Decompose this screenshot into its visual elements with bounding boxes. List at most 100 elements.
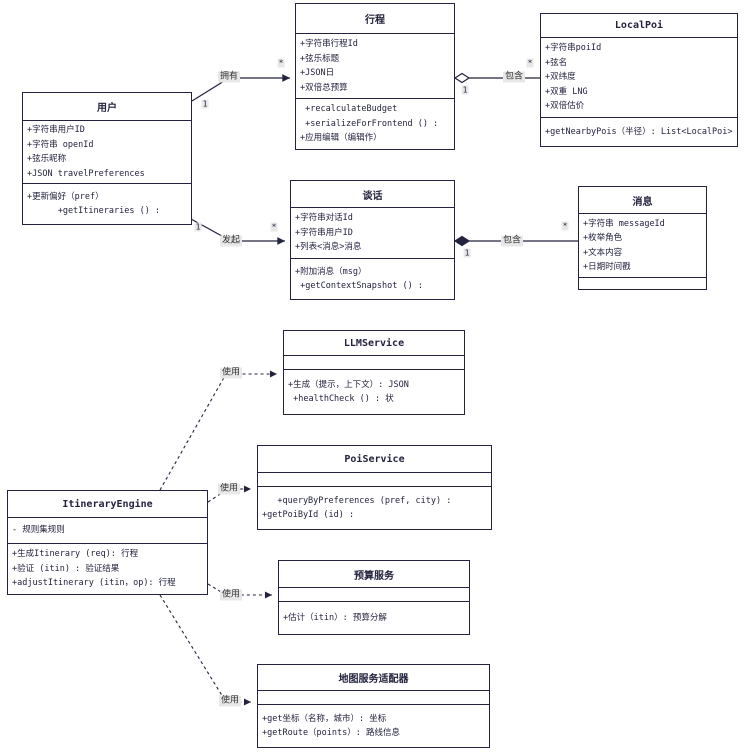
class-method: +生成（提示，上下文）: JSON <box>288 379 409 390</box>
attributes-section <box>258 691 489 705</box>
class-method: +queryByPreferences (pref, city) : <box>262 495 452 506</box>
attributes-section: +字符串 messageId +枚举角色 +文本内容 +日期时间戳 <box>579 214 706 278</box>
class-attribute: +弦乐昵称 <box>27 154 67 164</box>
class-method: +getItineraries () : <box>27 206 161 216</box>
edge-uses-map <box>159 594 251 706</box>
edge-label-uses-llm: 使用 <box>219 367 243 379</box>
methods-section <box>579 278 706 289</box>
class-attribute: +弦乐标题 <box>300 53 340 64</box>
edge-label-uses-budget: 使用 <box>219 589 243 601</box>
edge-label-uses-map: 使用 <box>218 695 242 707</box>
class-method: +getContextSnapshot () : <box>295 281 423 291</box>
cardinality: * <box>270 222 278 232</box>
class-attribute: +双纬度 <box>545 72 576 83</box>
class-poiservice: PoiService +queryByPreferences (pref, ci… <box>257 445 492 530</box>
methods-section: +附加消息（msg） +getContextSnapshot () : <box>291 259 454 299</box>
class-attribute: +双重 LNG <box>545 86 588 97</box>
class-attribute: +字符串用户ID <box>27 125 85 135</box>
class-attribute: +JSON travelPreferences <box>27 168 145 179</box>
cardinality: 1 <box>194 222 202 232</box>
methods-section: +更新偏好（pref） +getItineraries () : <box>23 184 191 224</box>
class-method: +serializeForFrontend () : <box>300 118 439 129</box>
edge-label-uses-poi: 使用 <box>217 483 241 495</box>
cardinality: 1 <box>201 99 209 109</box>
edge-label-initiates: 发起 <box>219 235 243 247</box>
attributes-section <box>284 356 464 370</box>
methods-section: +getNearbyPois（半径）: List<LocalPoi> <box>541 118 737 146</box>
class-attribute: +枚举角色 <box>583 233 623 243</box>
class-method: +生成Itinerary (req): 行程 <box>12 549 139 560</box>
class-attribute: - 规则集规则 <box>12 525 65 536</box>
class-method: +估计（itin）: 预算分解 <box>283 612 387 623</box>
class-attribute: +双倍总预算 <box>300 82 348 93</box>
cardinality: 1 <box>461 85 469 95</box>
class-method: +验证 (itin) : 验证结果 <box>12 563 120 574</box>
edge-uses-budget <box>207 583 272 599</box>
attributes-section: +字符串poiId +弦名 +双纬度 +双重 LNG +双倍估价 <box>541 38 737 118</box>
class-attribute: +JSON日 <box>300 68 335 78</box>
class-budget-service: 预算服务 +估计（itin）: 预算分解 <box>278 560 470 635</box>
class-method: +recalculateBudget <box>300 104 398 115</box>
class-user: 用户 +字符串用户ID +字符串 openId +弦乐昵称 +JSON trav… <box>22 92 192 225</box>
class-method: +healthCheck () : 状 <box>288 394 394 404</box>
class-itinerary: 行程 +字符串行程Id +弦乐标题 +JSON日 +双倍总预算 +recalcu… <box>295 3 455 150</box>
class-title: 消息 <box>579 187 706 214</box>
class-title: 行程 <box>296 4 454 34</box>
class-attribute: +列表<消息>消息 <box>295 242 362 253</box>
methods-section: +recalculateBudget +serializeForFrontend… <box>296 99 454 149</box>
class-localpoi: LocalPoi +字符串poiId +弦名 +双纬度 +双重 LNG +双倍估… <box>540 13 738 147</box>
attributes-section: +字符串对话Id +字符串用户ID +列表<消息>消息 <box>291 208 454 259</box>
class-llmservice: LLMService +生成（提示，上下文）: JSON +healthChec… <box>283 330 465 415</box>
attributes-section <box>258 473 491 487</box>
cardinality: * <box>277 58 285 68</box>
attributes-section <box>279 588 469 602</box>
class-attribute: +字符串用户ID <box>295 227 353 238</box>
class-title: 预算服务 <box>279 561 469 588</box>
methods-section: +生成Itinerary (req): 行程 +验证 (itin) : 验证结果… <box>8 544 207 594</box>
class-map-adapter: 地图服务适配器 +get坐标（名称，城市）: 坐标 +getRoute（poin… <box>257 664 490 748</box>
class-attribute: +字符串 openId <box>27 139 94 150</box>
methods-section: +生成（提示，上下文）: JSON +healthCheck () : 状 <box>284 370 464 414</box>
class-attribute: +双倍估价 <box>545 101 585 112</box>
attributes-section: - 规则集规则 <box>8 518 207 544</box>
class-method: +get坐标（名称，城市）: 坐标 <box>262 713 387 724</box>
class-itinerary-engine: ItineraryEngine - 规则集规则 +生成Itinerary (re… <box>7 490 208 595</box>
class-attribute: +字符串行程Id <box>300 39 358 49</box>
edge-label-contains-msg: 包含 <box>500 235 524 247</box>
class-title: PoiService <box>258 446 491 473</box>
class-method: +应用编辑（编辑作） <box>300 133 382 144</box>
class-attribute: +字符串 messageId <box>583 218 665 229</box>
cardinality: 1 <box>463 248 471 258</box>
edge-owns <box>191 74 290 102</box>
class-method: +附加消息（msg） <box>295 266 367 277</box>
class-message: 消息 +字符串 messageId +枚举角色 +文本内容 +日期时间戳 <box>578 186 707 290</box>
attributes-section: +字符串行程Id +弦乐标题 +JSON日 +双倍总预算 <box>296 34 454 99</box>
methods-section: +queryByPreferences (pref, city) : +getP… <box>258 487 491 529</box>
class-method: +getNearbyPois（半径）: List<LocalPoi> <box>545 126 733 137</box>
class-method: +adjustItinerary (itin，op): 行程 <box>12 578 176 589</box>
edge-label-contains-poi: 包含 <box>502 71 526 83</box>
class-title: LLMService <box>284 331 464 356</box>
class-conversation: 谈话 +字符串对话Id +字符串用户ID +列表<消息>消息 +附加消息（msg… <box>290 180 455 300</box>
class-title: LocalPoi <box>541 14 737 38</box>
class-title: ItineraryEngine <box>8 491 207 518</box>
cardinality: * <box>561 221 569 231</box>
methods-section: +估计（itin）: 预算分解 <box>279 602 469 634</box>
class-title: 谈话 <box>291 181 454 208</box>
class-attribute: +字符串对话Id <box>295 213 353 224</box>
cardinality: * <box>526 58 534 68</box>
edge-label-owns: 拥有 <box>217 71 241 83</box>
edge-uses-poi <box>207 485 251 503</box>
class-attribute: +弦名 <box>545 57 568 68</box>
aggregation-diamond <box>453 72 471 84</box>
class-method: +getRoute（points）: 路线信息 <box>262 728 400 738</box>
class-method: +getPoiById (id) : <box>262 510 355 520</box>
class-attribute: +文本内容 <box>583 247 623 258</box>
class-title: 地图服务适配器 <box>258 665 489 691</box>
class-title: 用户 <box>23 93 191 121</box>
class-method: +更新偏好（pref） <box>27 191 104 202</box>
class-attribute: +字符串poiId <box>545 43 602 54</box>
methods-section: +get坐标（名称，城市）: 坐标 +getRoute（points）: 路线信… <box>258 705 489 747</box>
composition-diamond <box>453 235 471 247</box>
